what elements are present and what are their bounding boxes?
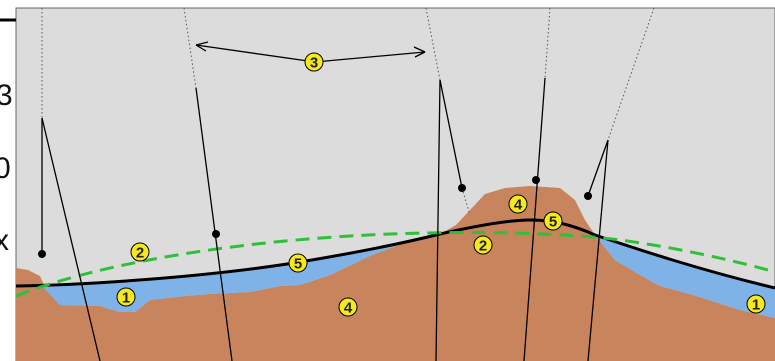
plumb-lines <box>41 77 609 361</box>
svg-text:5: 5 <box>549 214 557 231</box>
svg-text:4: 4 <box>514 197 523 214</box>
geoid-curve <box>15 218 775 290</box>
point-4 <box>532 176 540 184</box>
dotted-extensions <box>41 7 655 216</box>
edge-text-1: 3 <box>0 79 13 112</box>
water-region-right <box>595 235 775 318</box>
svg-text:2: 2 <box>479 238 487 255</box>
edge-text-2: 0 <box>0 152 11 185</box>
point-1 <box>38 250 46 258</box>
marker-4-bottom: 4 <box>338 297 358 317</box>
deflection-arrow <box>195 41 426 63</box>
marker-2-hill: 2 <box>473 235 493 255</box>
marker-5-left: 5 <box>288 253 308 273</box>
measurement-points <box>38 176 592 258</box>
svg-text:2: 2 <box>136 245 144 262</box>
point-3 <box>458 184 466 192</box>
marker-2-left: 2 <box>130 242 150 262</box>
svg-text:1: 1 <box>122 290 130 307</box>
svg-text:5: 5 <box>294 256 302 273</box>
marker-1-right: 1 <box>746 294 766 314</box>
svg-text:1: 1 <box>752 297 760 314</box>
marker-4-hill: 4 <box>508 194 528 214</box>
ellipsoid-curve <box>15 231 775 298</box>
svg-text:4: 4 <box>344 300 353 317</box>
point-5 <box>584 192 592 200</box>
edge-text-3: x <box>0 224 9 257</box>
marker-1-left: 1 <box>116 287 136 307</box>
point-2 <box>212 230 220 238</box>
svg-text:3: 3 <box>310 55 318 72</box>
marker-5-hill: 5 <box>543 211 563 231</box>
marker-3: 3 <box>304 52 324 72</box>
